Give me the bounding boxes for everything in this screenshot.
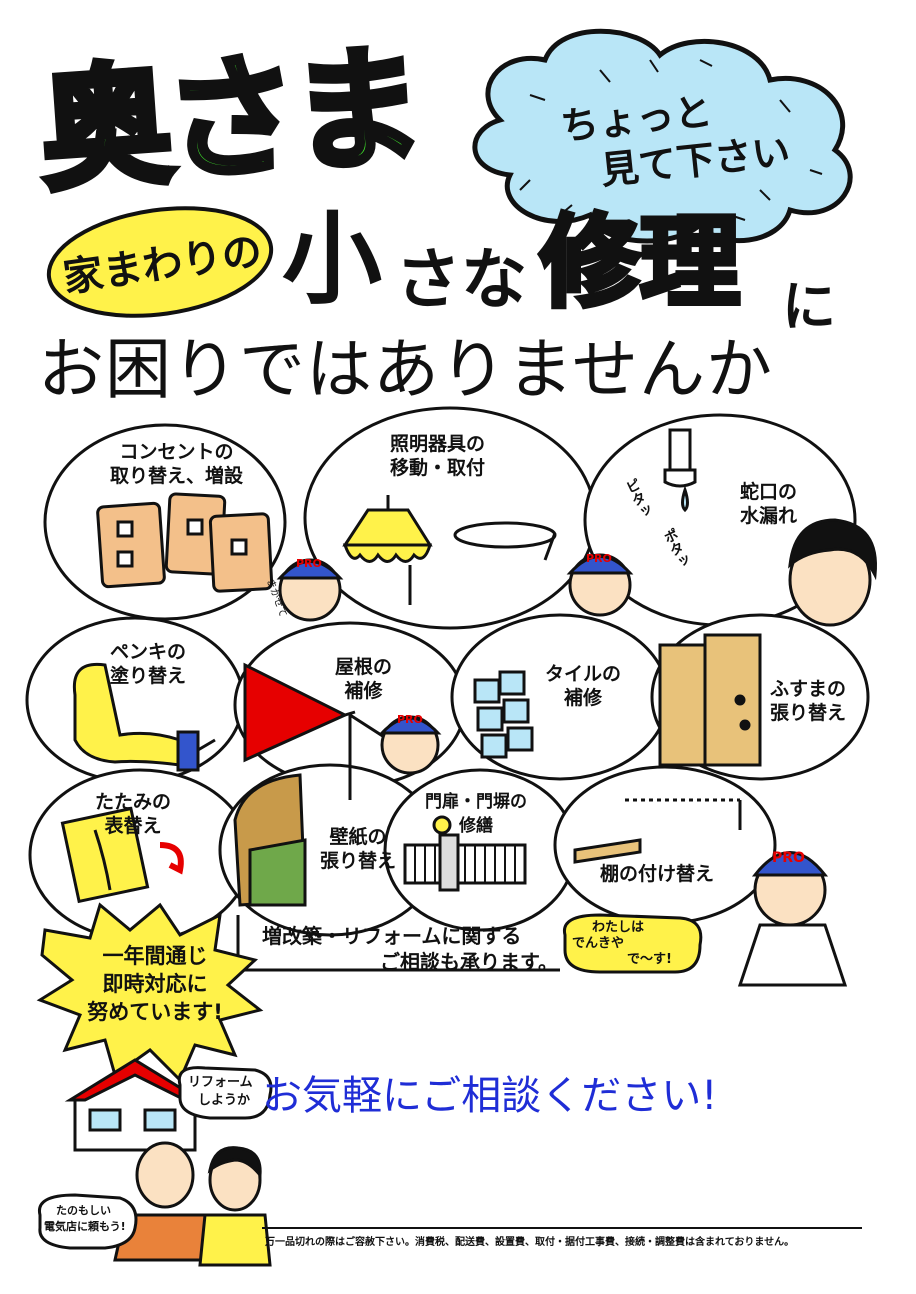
reform-line2: ご相談も承ります。 [380,950,558,974]
denkiya-bubble-shape [562,913,703,974]
service-tatami-l2: 表替え [104,815,162,837]
service-tile-l1: タイルの [545,663,622,685]
service-shelf: 棚の付け替え [600,862,714,886]
footer-note: 万一品切れの際はご容赦下さい。消費税、配送費、設置費、取付・据付工事費、接続・調… [265,1237,795,1248]
service-tile: タイルの 補修 [545,662,621,710]
headline-ni: に [782,275,836,338]
service-fusuma-l1: ふすまの [770,678,847,700]
service-light-l1: 照明器具の [390,433,486,455]
denkiya-l1: わたしは [592,920,645,935]
service-wallpaper-l1: 壁紙の [329,826,387,848]
headline-okusama: 奥さま [32,27,426,213]
service-gate: 門扉・門塀の 修繕 [425,790,527,838]
service-fusuma: ふすまの 張り替え [770,677,846,725]
headline-shuri: 修理 [538,203,743,323]
burst-l3: 努めています! [87,1000,223,1024]
service-wallpaper-l2: 張り替え [320,850,397,872]
couple-bubble-l1: たのもしい [56,1204,111,1217]
denkiya-text: わたしは でんきや で〜す! [572,920,697,968]
service-paint-l2: 塗り替え [110,665,187,687]
service-roof-l1: 屋根の [335,656,393,678]
service-paint-l1: ペンキの [110,641,187,663]
headline-chiisana-2: さな [395,241,527,318]
service-outlet-l2: 取り替え、増設 [110,465,244,487]
burst-l1: 一年間通じ [70,942,240,970]
house-bubble-shape [177,1066,273,1120]
service-light: 照明器具の 移動・取付 [390,432,485,480]
service-outlet: コンセントの 取り替え、増設 [110,440,243,488]
couple-bubble-text: たのもしい 電気店に頼もう! [44,1203,126,1235]
service-faucet: 蛇口の 水漏れ [740,480,797,528]
burst-shape [36,902,264,1083]
reform-line1: 増改築・リフォームに関する [262,924,522,948]
service-roof: 屋根の 補修 [335,655,392,703]
cta-text: お気軽にご相談ください! [262,1073,718,1119]
burst-l2: 即時対応に [102,972,208,996]
headline-chiisana-1: 小 [282,201,382,318]
service-wallpaper: 壁紙の 張り替え [320,825,396,873]
house-bubble-l2: しようか [198,1093,251,1108]
service-faucet-l2: 水漏れ [740,505,798,527]
yellow-oval [46,206,274,318]
couple-bubble-l2: 電気店に頼もう! [44,1220,126,1233]
service-paint: ペンキの 塗り替え [110,640,186,688]
cap-brand-4: PRO [772,850,805,866]
couple-bubble-shape [37,1193,138,1250]
burst-prefix: 一 [102,944,124,968]
cap-brand-2: PRO [586,552,612,565]
service-faucet-l1: 蛇口の [740,481,798,503]
service-gate-l1: 門扉・門塀の [425,792,527,812]
house-bubble-l1: リフォーム [188,1075,253,1090]
service-tatami: たたみの 表替え [95,790,171,838]
cap-brand-3: PRO [397,713,423,726]
burst-l1-text: 年間通じ [123,944,208,968]
headline-okomari: お困りではありませんか [38,331,774,408]
service-fusuma-l2: 張り替え [770,702,847,724]
house-bubble-text: リフォーム しようか [188,1074,253,1110]
service-gate-l2: 修繕 [459,816,493,836]
service-shelf-l1: 棚の付け替え [600,863,715,885]
service-tile-l2: 補修 [564,687,603,709]
cloud-shape [472,28,853,244]
burst-text: 一年間通じ 即時対応に 努めています! [70,942,240,1026]
cap-brand-1: PRO [296,557,322,570]
denkiya-l2: でんきや [572,936,625,951]
service-tatami-l1: たたみの [95,791,172,813]
service-light-l2: 移動・取付 [390,457,486,479]
service-roof-l2: 補修 [344,680,383,702]
bubble-shelf [553,765,777,925]
service-outlet-l1: コンセントの [119,441,234,463]
denkiya-l3: で〜す! [627,952,672,967]
